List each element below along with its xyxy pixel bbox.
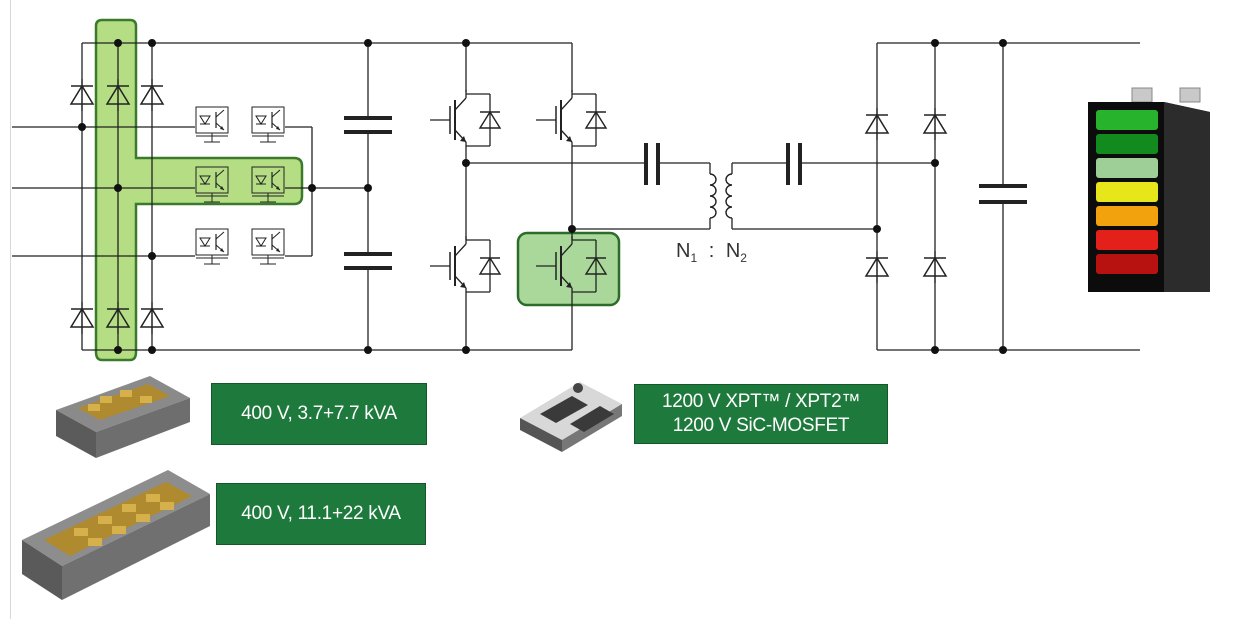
n2-label: N [725,240,741,262]
module-large-text: 400 V, 11.1+22 kVA [241,503,401,524]
module-small-label: 400 V, 3.7+7.7 kVA [211,383,427,445]
diode-icon [70,78,947,335]
switch-highlight [516,231,621,307]
module-large-label: 400 V, 11.1+22 kVA [216,483,426,545]
n2-subscript: 2 [740,251,747,265]
transformer-icon [709,173,733,219]
discrete-line-1: 1200 V XPT™ / XPT2™ [661,391,861,412]
power-module-icon [22,376,210,600]
battery-icon [1088,87,1210,292]
ratio-separator: : [708,240,715,262]
junction-dots [78,39,1007,354]
n1-label: N [676,240,691,262]
capacitor-icon [344,116,1027,270]
discrete-package-icon [520,382,622,452]
turns-ratio: N1 : N2 [676,240,747,265]
page-border [10,0,11,619]
rectifier-highlight [94,18,304,362]
n1-subscript: 1 [690,251,698,265]
module-small-text: 400 V, 3.7+7.7 kVA [241,403,397,424]
discrete-label: 1200 V XPT™ / XPT2™ 1200 V SiC-MOSFET [634,384,888,444]
discrete-line-2: 1200 V SiC-MOSFET [672,415,850,436]
